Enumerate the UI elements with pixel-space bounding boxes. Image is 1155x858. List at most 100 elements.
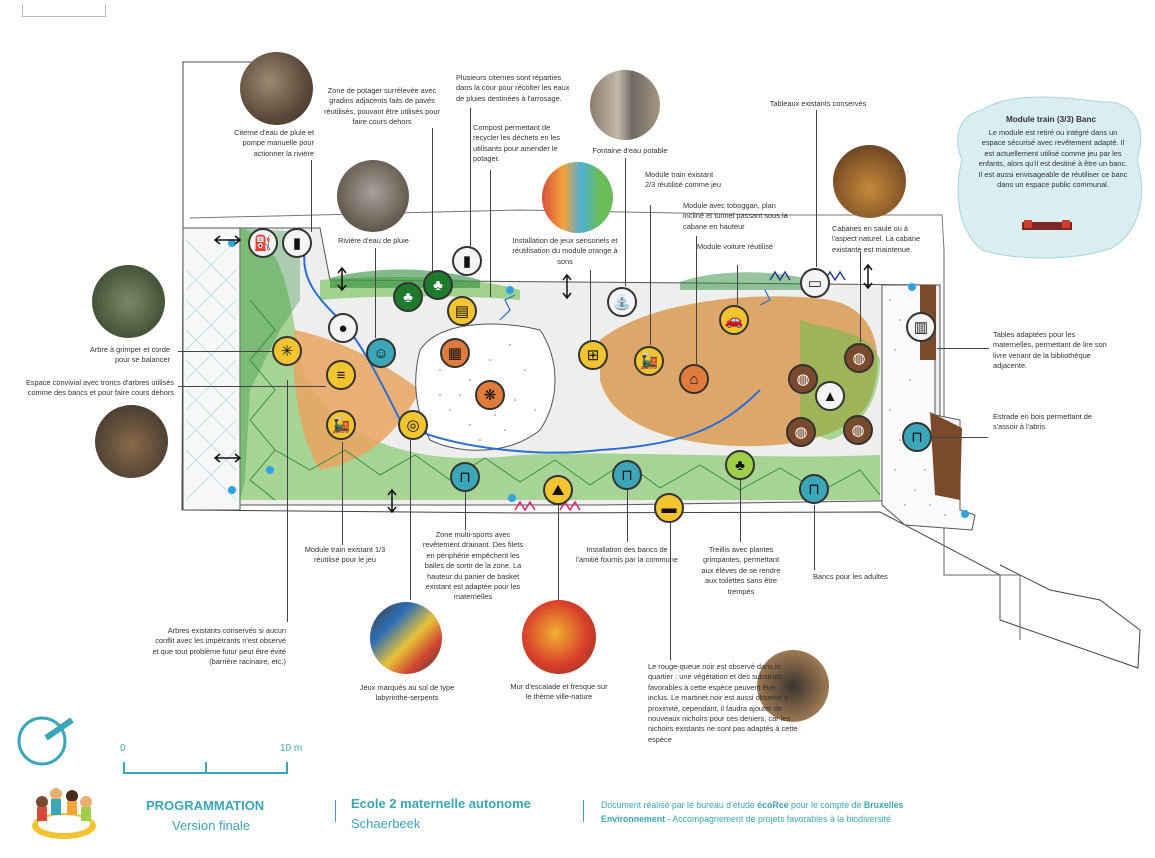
label-convivial: Espace convivial avec troncs d'arbres ut… <box>25 378 174 398</box>
leader-rouge-queue <box>670 523 671 660</box>
photo-stones <box>337 160 409 232</box>
footer-doc-c: pour le compte de <box>788 800 864 810</box>
leader-multisports <box>465 492 466 530</box>
leader-tables <box>937 348 989 349</box>
footer-doc-ecorce: écoRce <box>757 800 789 810</box>
photo-redstart-bird <box>757 650 829 722</box>
footer-programmation: PROGRAMMATION <box>146 798 265 813</box>
label-citernes: Plusieurs citernes sont réparties dans l… <box>456 73 570 103</box>
label-riviere: Rivière d'eau de pluie <box>338 236 409 245</box>
leader-convivial <box>178 386 326 387</box>
leader-riviere <box>375 248 376 338</box>
photo-sensory <box>542 162 613 233</box>
label-treillis: Treillis avec plantes grimpantes, permet… <box>701 545 781 596</box>
leader-cabanes <box>860 252 861 342</box>
footer-doc-environnement: Environnement <box>601 814 666 824</box>
board-icon: ▭ <box>800 268 830 298</box>
north-arrow-icon <box>17 716 74 766</box>
people-icon: ☺ <box>366 338 396 368</box>
leader-treillis <box>740 480 741 542</box>
label-tables: Tables adaptées pour les maternelles, pe… <box>993 330 1107 371</box>
leader-voiture <box>737 265 738 305</box>
footer-ecole: Ecole 2 maternelle autonome <box>351 796 531 811</box>
scale-bar <box>123 762 288 774</box>
leader-citerne <box>311 160 312 232</box>
crate-icon: ▦ <box>440 338 470 368</box>
footer-commune: Schaerbeek <box>351 816 421 831</box>
label-citerne: Citerne d'eau de pluie et pompe manuelle… <box>234 128 314 158</box>
footer-divider-2 <box>583 800 584 822</box>
label-jeux-sol: Jeux marqués au sol de type labyrinthe-s… <box>359 683 455 703</box>
footer-version: Version finale <box>172 818 251 833</box>
book-icon: ▥ <box>906 312 936 342</box>
footer-doc-a: Document réalisé par le bureau d'étude <box>601 800 758 810</box>
basket-icon: ❋ <box>475 380 505 410</box>
leader-potager <box>432 128 433 271</box>
footer-document-line1: Document réalisé par le bureau d'étude é… <box>601 800 903 810</box>
footer-document-line2: Environnement - Accompagnement de projet… <box>601 814 891 824</box>
sound-module-icon: ⊞ <box>578 340 608 370</box>
label-bancs-adultes: Bancs pour les adultes <box>813 572 888 581</box>
maze-icon: ◎ <box>398 410 428 440</box>
label-tableaux: Tableaux existants conservés <box>769 99 867 108</box>
leader-arbres <box>287 380 288 622</box>
label-bancs-amitie: Installation des bancs de l'amitié fourn… <box>575 545 679 565</box>
module-train-text: Le module est retiré ou intégré dans un … <box>978 128 1128 190</box>
leader-fontaine <box>625 158 626 286</box>
plants-icon: ♣ <box>423 270 453 300</box>
train-icon: 🚂 <box>326 410 356 440</box>
tap-icon: ⛲ <box>607 287 637 317</box>
leader-arbre <box>178 351 272 352</box>
label-toboggan: Module avec toboggan, plan incliné et tu… <box>683 201 788 231</box>
leader-jeux-sol <box>410 440 411 600</box>
photo-ground-games <box>370 602 442 674</box>
leader-train13 <box>342 442 343 545</box>
module-train-title: Module train (3/3) Banc <box>1005 115 1097 124</box>
leader-escalade <box>558 505 559 600</box>
photo-climbing-wall <box>522 600 596 674</box>
hut-icon: ▲ <box>815 381 845 411</box>
train-2-icon: 🚂 <box>634 346 664 376</box>
label-voiture: Module voiture réutilisé <box>697 242 773 251</box>
photo-pump <box>240 52 313 125</box>
trunks-icon: ≡ <box>326 360 356 390</box>
photo-willow-hut <box>833 145 906 218</box>
log-icon-3: ◍ <box>786 417 816 447</box>
label-rouge-queue: Le rouge-queue noir est observé dans le … <box>648 662 798 744</box>
leader-bancs-adultes <box>814 505 815 570</box>
label-arbres-conserves: Arbres existants conservés si aucun conf… <box>152 626 286 667</box>
photo-tree-trunks <box>95 405 168 478</box>
corner-frame <box>22 4 106 17</box>
train-bench-icon: ▬ <box>654 493 684 523</box>
compost-icon: ♣ <box>393 282 423 312</box>
pump-icon: ⛽ <box>248 228 278 258</box>
trellis-icon: ♣ <box>725 450 755 480</box>
leader-tableaux <box>816 110 817 267</box>
leader-train23 <box>650 205 651 345</box>
label-multisports: Zone multi-sports avec revêtement draina… <box>422 530 524 602</box>
label-potager: Zone de potager surrélevée avec gradins … <box>324 86 440 127</box>
label-jeux-sensoriels: Installation de jeux sensoriels et réuti… <box>512 236 618 266</box>
footer-divider-1 <box>335 800 336 822</box>
log-icon-4: ◍ <box>843 415 873 445</box>
label-train-1-3: Module train existant 1/3 réutilisé pour… <box>304 545 386 565</box>
label-fontaine: Fontaine d'eau potable <box>592 146 668 155</box>
leader-jeux <box>590 270 591 340</box>
label-escalade: Mur d'escalade et fresque sur le thème v… <box>510 682 608 702</box>
footer-doc-bruxelles: Bruxelles <box>863 800 904 810</box>
slide-icon: ⌂ <box>679 364 709 394</box>
kids-logo <box>32 788 96 839</box>
leader-amitie <box>627 490 628 542</box>
photo-climbing-tree <box>92 265 165 338</box>
leader-estrade <box>933 437 988 438</box>
bench-icon-estrade: ⊓ <box>902 422 932 452</box>
label-cabanes: Cabanes en saule ou à l'aspect naturel. … <box>832 224 921 254</box>
car-icon: 🚗 <box>719 305 749 335</box>
rain-tank-icon: ▮ <box>282 228 312 258</box>
scale-max: 10 m <box>280 743 303 754</box>
leader-compost <box>490 170 491 297</box>
label-compost: Compost permettant de recycler les déche… <box>473 123 561 164</box>
label-train-2-3: Module train existant 2/3 réutilisé comm… <box>645 170 721 190</box>
water-drop-icon: ● <box>328 313 358 343</box>
tank-top-icon: ▮ <box>452 246 482 276</box>
